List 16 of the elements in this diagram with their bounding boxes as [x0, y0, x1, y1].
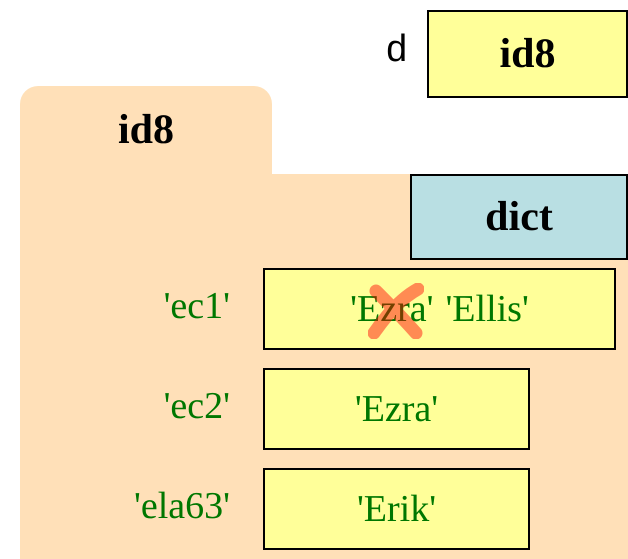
box-label: dict [485, 193, 553, 241]
value-box [263, 468, 530, 550]
string-value: 'Ezra' [350, 287, 434, 331]
variable-box [427, 10, 628, 98]
key-label: 'ela63' [133, 484, 230, 528]
type-box [410, 174, 628, 260]
string-value: 'Ezra' [354, 387, 438, 431]
variable-name: d [384, 30, 408, 73]
string-value: 'Ellis' [445, 287, 529, 331]
folder-title: id8 [116, 106, 176, 154]
box-label: id8 [499, 30, 556, 78]
string-value: 'Erik' [356, 487, 436, 531]
value-box [263, 368, 530, 450]
key-label: 'ec1' [162, 284, 230, 328]
value-box [263, 268, 616, 350]
key-label: 'ec2' [162, 384, 230, 428]
